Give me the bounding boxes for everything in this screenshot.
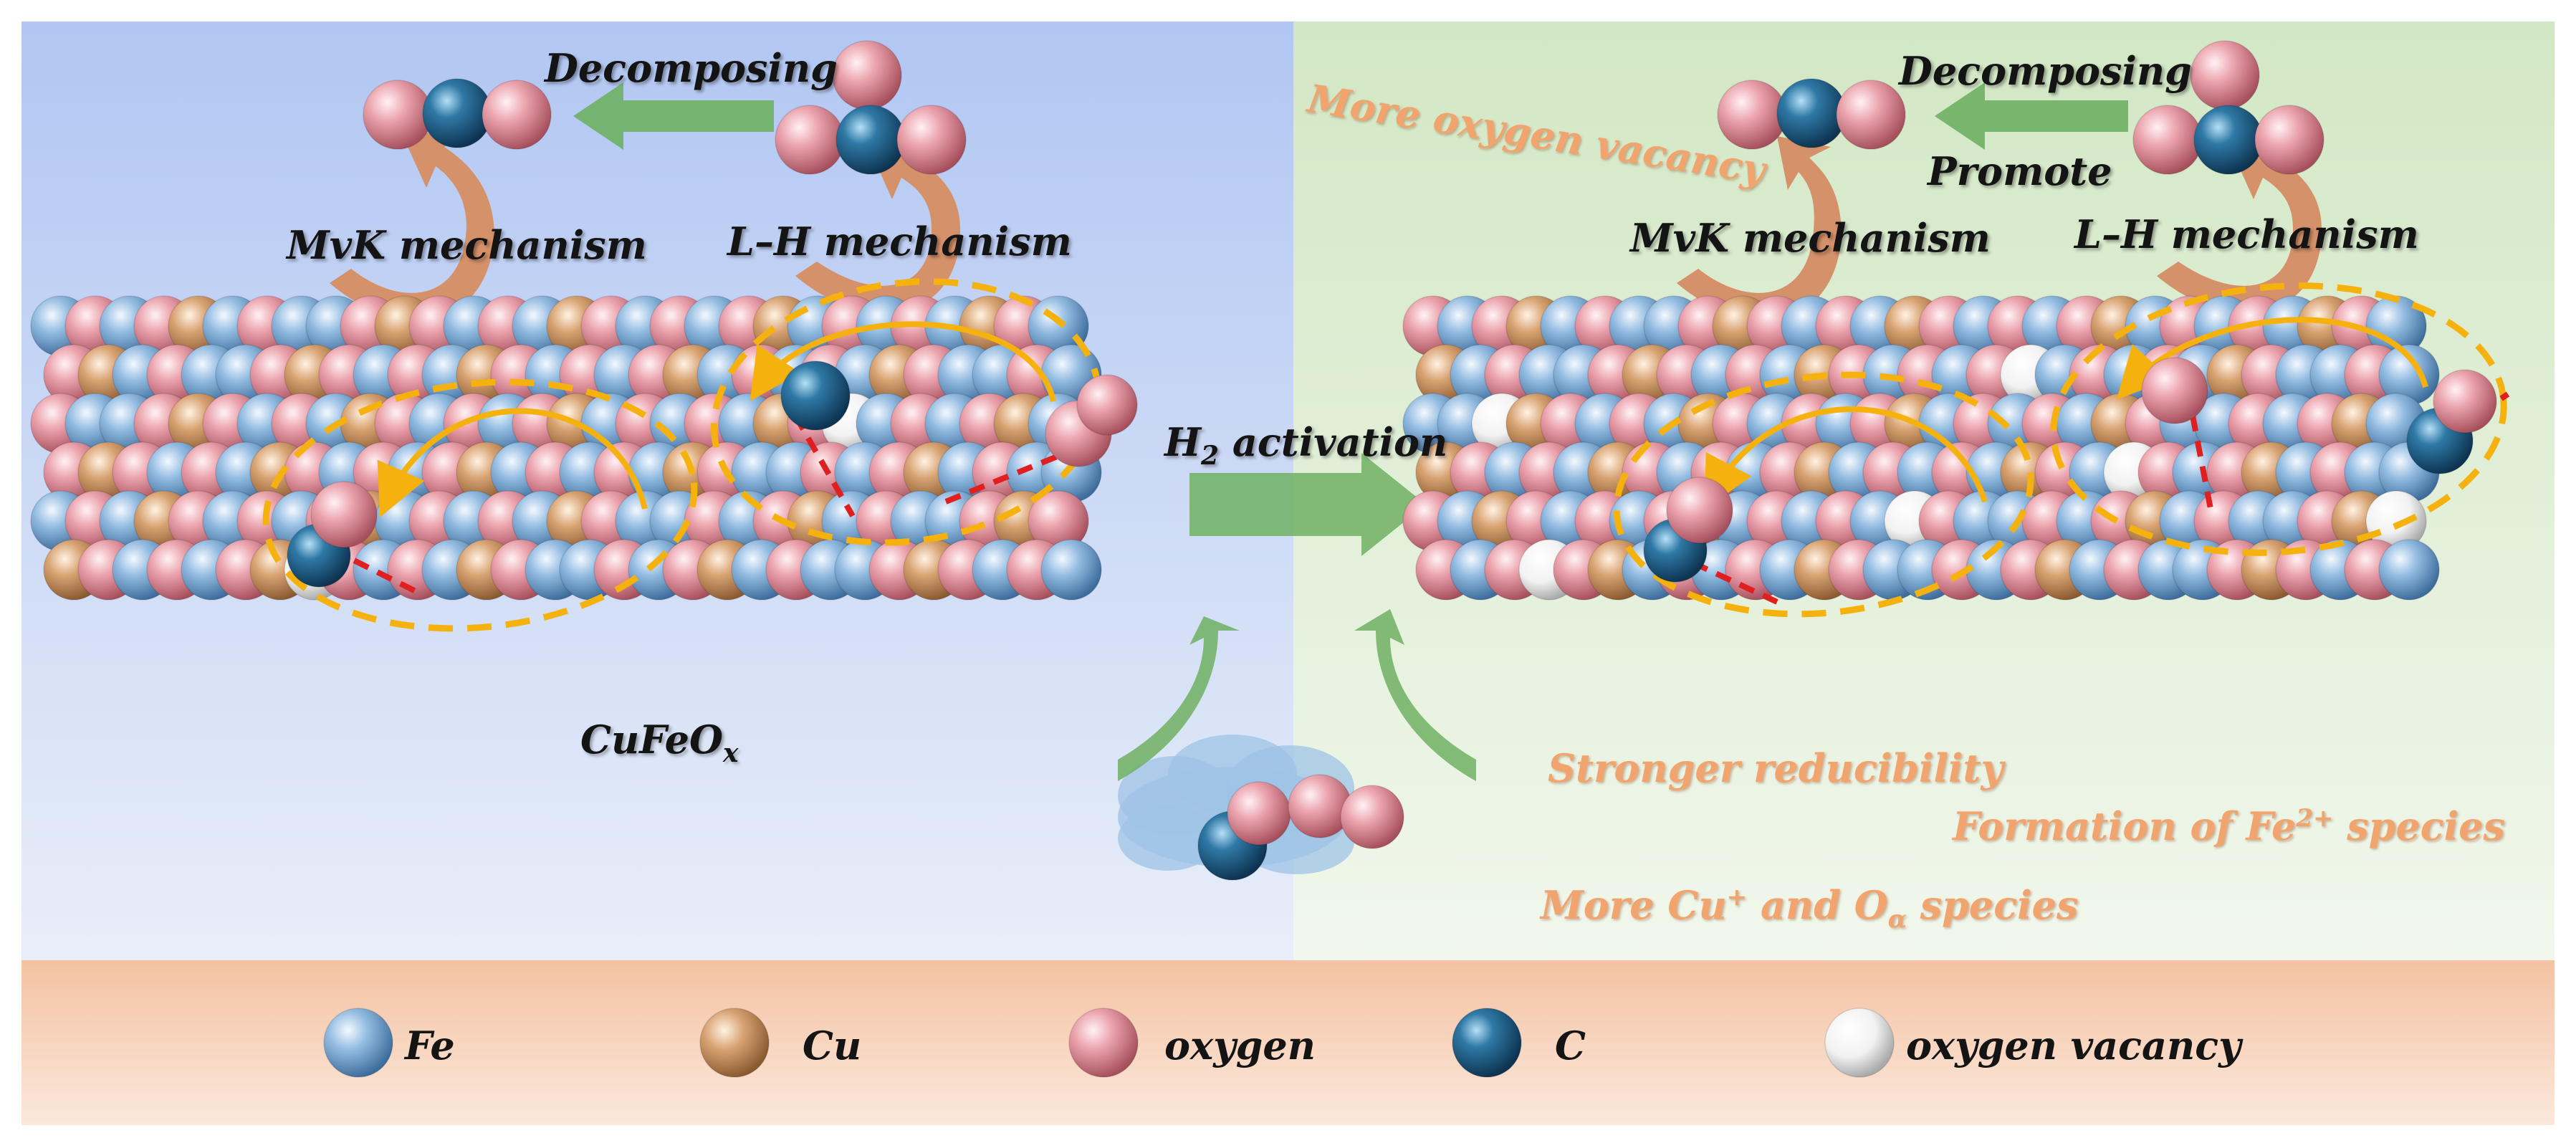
effect-cu-oalpha: More Cu+ and Oα species [1541,882,2079,934]
decompose-arrow-right [1935,82,2128,150]
oxygen-atom [1227,781,1291,846]
oxygen-atom [482,80,552,150]
decomposing-label-right: Decomposing [1899,48,2192,94]
adsorbed-co2-right [2406,369,2497,474]
molecule-layer [287,40,2497,1078]
bond-dashed-line [1668,549,1778,605]
fe-atom [1040,539,1102,601]
carbon-atom [2193,105,2264,175]
oxygen-atom [896,105,967,175]
oxygen-atom [1068,1008,1139,1078]
legend-swatches [323,1008,1895,1078]
bond-dashed-line [793,414,856,517]
bond-dashed-line [307,535,424,598]
decompose-arrow-left [573,82,774,150]
legend-label-fe: Fe [405,1023,455,1068]
carbon-atom [1776,78,1847,148]
rise-arrow-left [1118,616,1240,781]
h2-activation-arrow [1189,453,1426,556]
oxygen-atom [2141,357,2208,424]
reaction-path-arrow [750,321,1056,402]
oxygen-atom [310,481,378,548]
oxygen-atom [2132,105,2203,175]
lh-label-left: L–H mechanism [727,219,1072,264]
legend-band [21,960,2555,1125]
flat-arrow-layer [330,82,2322,556]
legend-label-oxygen: oxygen [1164,1023,1316,1068]
co2-product-right [1717,78,1906,150]
oxygen-atom [2190,40,2260,110]
bond-dashed-line [2190,415,2213,510]
mvk-label-left: MvK mechanism [287,222,647,268]
oxygen-atom [832,40,902,110]
mvk-arrow-left [330,133,494,320]
adsorbed-c-left [780,360,851,431]
mvk-cycle-left [262,378,698,632]
gas-rise-arrows [1118,609,1476,781]
carbon-atom [835,105,906,175]
reaction-path-arrow [377,408,648,517]
oxygen-atom [775,105,845,175]
effect-fe2-formation: Formation of Fe2+ species [1953,803,2505,849]
cloud-puff [1118,806,1218,871]
oxygen-atom [1340,785,1404,849]
lh-arrow-right [2157,143,2322,313]
carbon-atom [1452,1008,1522,1078]
oxygen-atom [1076,374,1138,436]
h2-activation-label: H2 activation [1164,419,1448,471]
carbon-atom [422,78,492,148]
mvk-cycle-right [1613,371,2034,618]
mvk-label-right: MvK mechanism [1630,215,1991,261]
oxygen-atom [1717,80,1787,150]
oxygen-vacancy [1824,1008,1895,1078]
decomposing-label-left: Decomposing [545,45,838,91]
legend-label-vacancy: oxygen vacancy [1906,1023,2241,1068]
oxygen-atom [2433,369,2497,434]
cu-atom [699,1008,770,1078]
oxygen-atom [1666,477,1733,544]
oxygen-atom [1836,80,1906,150]
gas-molecules [1197,774,1404,881]
legend-label-c: C [1555,1023,1586,1068]
carbon-atom [780,360,851,431]
reactant-left [775,40,967,175]
effect-reducibility: Stronger reducibility [1548,745,2003,791]
legend-label-cu: Cu [803,1023,862,1068]
cufeox-slab-left [30,295,1102,601]
fe-atom [2378,539,2440,601]
adsorbed-o-right [2141,357,2208,424]
adsorbed-co-right [1643,477,1733,583]
co2-product-left [363,78,552,150]
lh-arrow-left [795,143,960,313]
oxygen-atom [2254,105,2324,175]
rise-arrow-right [1354,609,1476,781]
reaction-path-arrow [2116,317,2428,400]
mvk-arrow-right [1677,136,1842,320]
promote-label: Promote [1928,148,2112,194]
fe-atom [323,1008,393,1078]
catalyst-label: CuFeOx [580,717,739,768]
oxygen-atom [363,80,433,150]
lh-label-right: L–H mechanism [2074,211,2419,257]
adsorbed-o-left [1045,374,1138,467]
oxygen-atom [1288,774,1352,838]
reaction-path-arrow [1704,406,1988,510]
adsorbed-co-left [287,481,378,588]
reactant-right [2132,40,2324,175]
